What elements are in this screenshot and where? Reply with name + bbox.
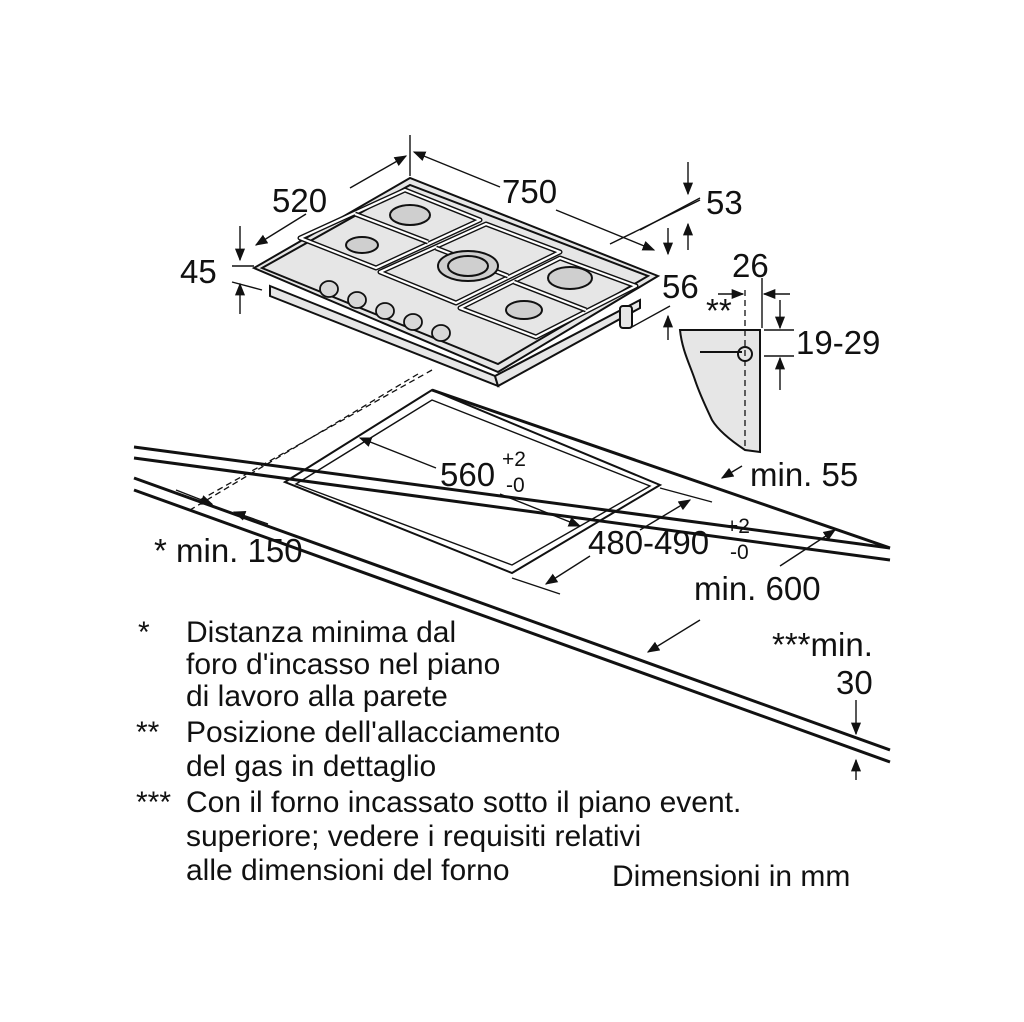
cooktop-body-side [493, 298, 641, 388]
knob-1 [319, 280, 339, 298]
gas-detail-marker: ** [706, 292, 732, 329]
gas-detail-profile [678, 329, 761, 454]
control-knobs [319, 280, 451, 342]
dim-cutout-depth: 480-490 [588, 524, 709, 561]
dim-width-750: 750 [502, 173, 557, 210]
legend-note-2-line-2: del gas in dettaglio [186, 750, 436, 783]
legend-note-1-line-3: di lavoro alla parete [186, 680, 448, 713]
legend-marker-1: * [138, 616, 150, 649]
worktop-cutout [282, 388, 663, 575]
knob-4 [403, 313, 423, 331]
dim-min-600: min. 600 [694, 570, 821, 607]
dim-min-55: min. 55 [750, 456, 858, 493]
dim-cutout-width-tol-plus: +2 [502, 448, 526, 471]
dim-cutout-width-tol-minus: -0 [506, 474, 525, 497]
burners [345, 204, 593, 320]
units-note: Dimensioni in mm [612, 860, 850, 893]
legend-note-2-line-1: Posizione dell'allacciamento [186, 716, 560, 749]
legend-note-3-line-2: superiore; vedere i requisiti relativi [186, 820, 641, 853]
dim-cutout-width: 560 [440, 456, 495, 493]
knob-2 [347, 291, 367, 309]
dim-19-29: 19-29 [796, 324, 880, 361]
legend-marker-3: *** [136, 786, 171, 819]
worktop [133, 369, 891, 764]
hob-dimension-lines [231, 135, 701, 340]
dim-cutout-depth-tol-minus: -0 [730, 541, 749, 564]
burner-1 [389, 204, 431, 226]
legend-note-3-line-3: alle dimensioni del forno [186, 854, 510, 887]
dim-53: 53 [706, 184, 743, 221]
dim-min-30-label: ***min. [772, 626, 873, 663]
dim-depth-520: 520 [272, 182, 327, 219]
dim-56: 56 [662, 268, 699, 305]
legend-note-1-line-2: foro d'incasso nel piano [186, 648, 500, 681]
legend-marker-2: ** [136, 716, 160, 749]
legend-note-3-line-1: Con il forno incassato sotto il piano ev… [186, 786, 741, 819]
dim-min-30-value: 30 [836, 664, 873, 701]
gas-connector [619, 305, 633, 329]
dim-cutout-depth-tol-plus: +2 [726, 515, 750, 538]
burner-4 [547, 266, 593, 290]
burner-5 [505, 300, 543, 320]
dim-height-45: 45 [180, 253, 217, 290]
legend: * Distanza minima dal foro d'incasso nel… [136, 616, 850, 893]
knob-5 [431, 324, 451, 342]
legend-note-1-line-1: Distanza minima dal [186, 616, 456, 649]
cooktop [251, 176, 661, 388]
dim-min-150: * min. 150 [154, 532, 303, 569]
burner-2 [345, 236, 379, 254]
cutout-inner-edge [294, 399, 652, 566]
knob-3 [375, 302, 395, 320]
gas-connection-detail [678, 278, 794, 479]
cutout-dimension-lines [175, 437, 862, 780]
burner-3-ring [447, 255, 489, 277]
dim-26: 26 [732, 247, 769, 284]
